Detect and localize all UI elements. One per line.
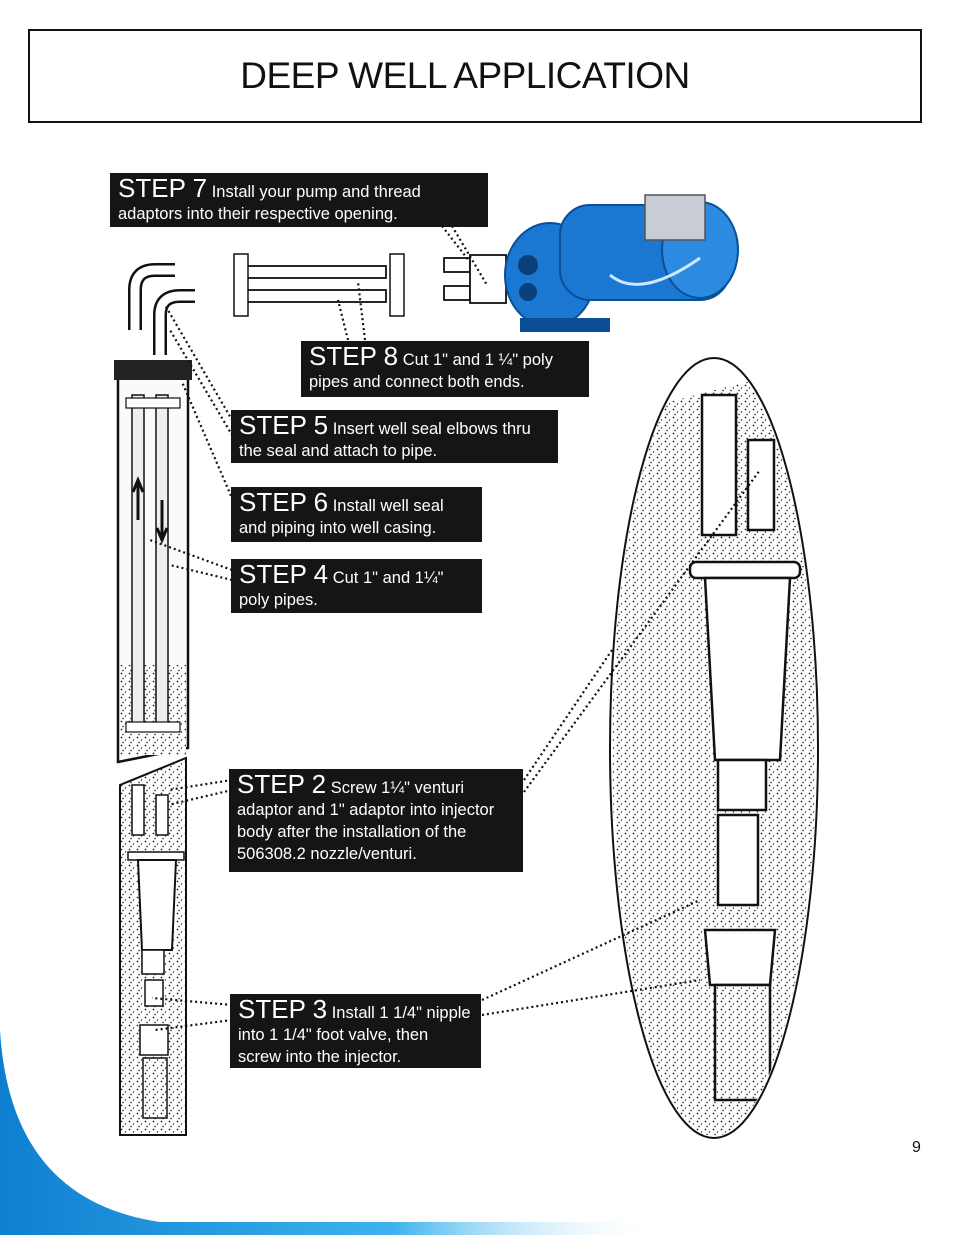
thread-adaptors <box>443 254 507 304</box>
step-5-number: STEP 5 <box>239 410 329 440</box>
upper-well-casing <box>114 360 192 764</box>
jet-pump <box>504 194 739 332</box>
page-header: DEEP WELL APPLICATION <box>28 29 922 123</box>
step-8-number: STEP 8 <box>309 341 399 371</box>
poly-pipes <box>233 253 405 317</box>
step-6-callout: STEP 6 Install well seal and piping into… <box>231 487 482 542</box>
step-6-number: STEP 6 <box>239 487 329 517</box>
lower-well-section <box>119 756 187 1136</box>
step-6-text: Install well seal and piping into well c… <box>239 497 444 537</box>
step-8-text: Cut 1" and 1 ¼" poly pipes and connect b… <box>309 351 553 391</box>
zoom-detail-oval <box>609 357 819 1139</box>
step-3-number: STEP 3 <box>238 994 328 1024</box>
step-7-text: Install your pump and thread adaptors in… <box>118 183 421 223</box>
page-title: DEEP WELL APPLICATION <box>240 55 690 96</box>
step-3-callout: STEP 3 Install 1 1/4" nipple into 1 1/4"… <box>230 994 481 1068</box>
step-2-text: Screw 1¼" venturi adaptor and 1" adaptor… <box>237 779 495 863</box>
step-2-callout: STEP 2 Screw 1¼" venturi adaptor and 1" … <box>229 769 523 872</box>
leader-lines <box>149 225 761 1032</box>
step-4-number: STEP 4 <box>239 559 329 589</box>
step-4-text: Cut 1" and 1¼" poly pipes. <box>239 569 444 609</box>
page-number: 9 <box>912 1139 921 1156</box>
step-7-number: STEP 7 <box>118 173 208 203</box>
step-8-callout: STEP 8 Cut 1" and 1 ¼" poly pipes and co… <box>301 341 589 397</box>
well-seal-elbows <box>128 263 195 355</box>
step-5-text: Insert well seal elbows thru the seal an… <box>239 420 531 460</box>
step-7-callout: STEP 7 Install your pump and thread adap… <box>110 173 488 227</box>
step-4-callout: STEP 4 Cut 1" and 1¼" poly pipes. <box>231 559 482 613</box>
corner-swoosh <box>0 1030 660 1235</box>
step-5-callout: STEP 5 Insert well seal elbows thru the … <box>231 410 558 463</box>
step-2-number: STEP 2 <box>237 769 327 799</box>
step-3-text: Install 1 1/4" nipple into 1 1/4" foot v… <box>238 1004 471 1066</box>
